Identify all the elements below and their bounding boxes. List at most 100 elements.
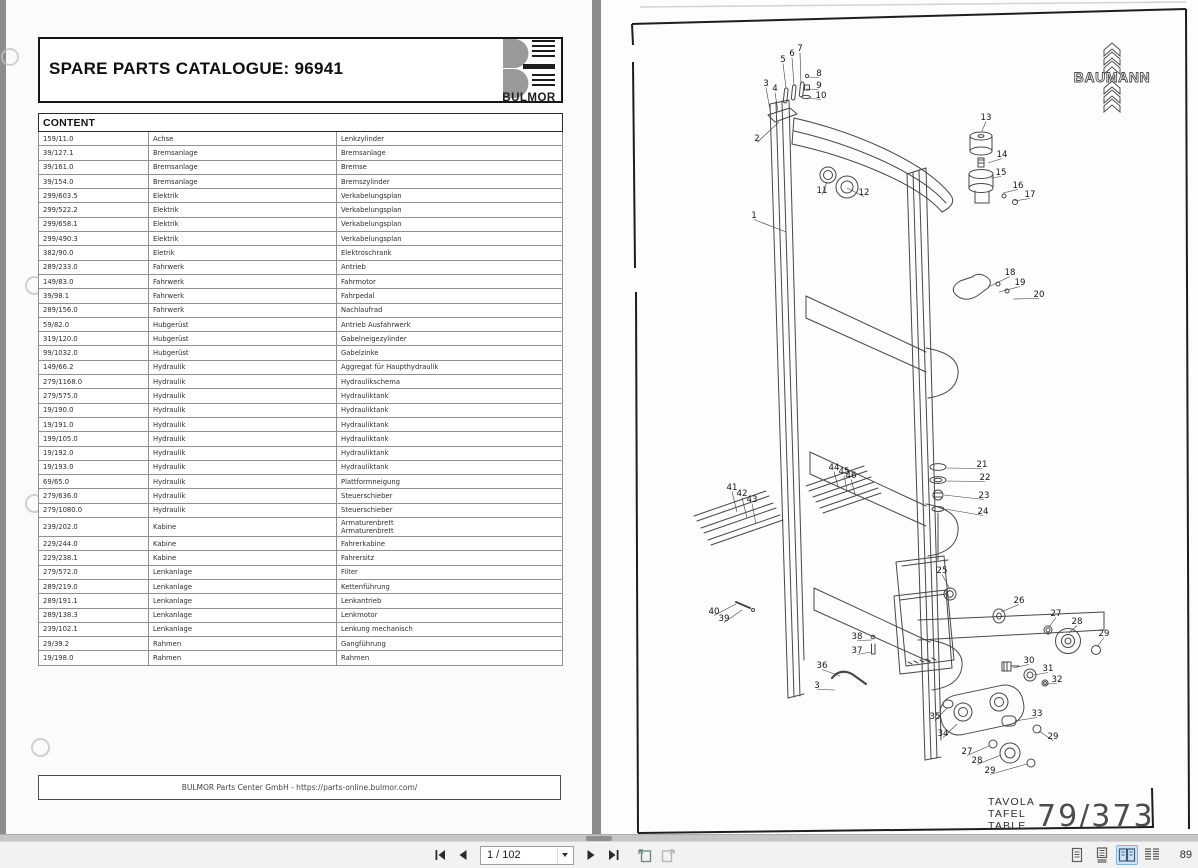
part-callout-10: 10 xyxy=(816,91,827,101)
part-callout-35: 35 xyxy=(930,712,941,722)
part-callout-42: 42 xyxy=(737,489,748,499)
svg-text:BULMOR: BULMOR xyxy=(502,92,556,104)
part-callout-8: 8 xyxy=(816,69,821,79)
part-callout-28: 28 xyxy=(1072,617,1083,627)
part-callout-24: 24 xyxy=(978,507,989,517)
part-callout-26: 26 xyxy=(1014,596,1025,606)
part-callout-29: 29 xyxy=(1048,732,1059,742)
next-view-icon xyxy=(661,848,675,862)
page-number-input[interactable] xyxy=(481,849,557,861)
previous-page-icon xyxy=(459,850,467,860)
part-callout-33: 33 xyxy=(1032,709,1043,719)
part-callout-30: 30 xyxy=(1024,656,1035,666)
punch-hole xyxy=(31,738,50,757)
page-right: BAUMANN TAVOLA TAFEL TABLE 79/373 xyxy=(601,0,1198,834)
part-callout-20: 20 xyxy=(1034,290,1045,300)
last-page-icon xyxy=(609,850,619,860)
last-page-button[interactable] xyxy=(604,845,624,865)
svg-text:BAUMANN: BAUMANN xyxy=(1074,69,1151,85)
part-callout-38: 38 xyxy=(852,632,863,642)
document-canvas[interactable]: SPARE PARTS CATALOGUE: 96941 BULMOR CONT… xyxy=(0,0,1198,834)
first-page-button[interactable] xyxy=(430,845,450,865)
bottom-toolbar: 89 xyxy=(0,841,1198,868)
part-callout-22: 22 xyxy=(980,473,991,483)
facing-pages-icon xyxy=(1118,848,1136,862)
part-callout-39: 39 xyxy=(719,614,730,624)
single-page-icon xyxy=(1071,847,1083,863)
part-callout-3: 3 xyxy=(763,79,768,89)
previous-page-button[interactable] xyxy=(453,845,473,865)
catalogue-header: SPARE PARTS CATALOGUE: 96941 BULMOR xyxy=(38,37,563,104)
combo-caret-icon[interactable] xyxy=(557,847,572,863)
splitter-bar xyxy=(0,834,1198,842)
part-callout-3: 3 xyxy=(814,681,819,691)
part-callout-4: 4 xyxy=(772,84,777,94)
page-number-combo[interactable] xyxy=(480,845,574,865)
part-callout-32: 32 xyxy=(1052,675,1063,685)
table-number: 79/373 xyxy=(1037,799,1155,834)
part-callout-36: 36 xyxy=(817,661,828,671)
part-callout-29: 29 xyxy=(985,766,996,776)
splitter-grip[interactable] xyxy=(586,836,612,841)
part-callout-34: 34 xyxy=(938,729,949,739)
part-callout-16: 16 xyxy=(1013,181,1024,191)
next-view-button[interactable] xyxy=(658,845,678,865)
next-page-button[interactable] xyxy=(581,845,601,865)
svg-text:TAVOLA: TAVOLA xyxy=(988,796,1035,808)
part-callout-44: 44 xyxy=(829,463,840,473)
layout-single-page-button[interactable] xyxy=(1066,845,1088,865)
part-callout-43: 43 xyxy=(747,495,758,505)
table-header: CONTENT xyxy=(38,113,563,132)
part-callout-6: 6 xyxy=(789,49,794,59)
next-page-icon xyxy=(587,850,595,860)
part-callout-7: 7 xyxy=(797,44,802,54)
part-callout-29: 29 xyxy=(1099,629,1110,639)
svg-text:TABLE: TABLE xyxy=(988,820,1026,832)
first-page-icon xyxy=(435,850,445,860)
part-callout-46: 46 xyxy=(846,471,857,481)
punch-hole xyxy=(1,48,19,66)
previous-view-button[interactable] xyxy=(635,845,655,865)
part-callout-40: 40 xyxy=(709,607,720,617)
part-callout-14: 14 xyxy=(997,150,1008,160)
bulmor-logo: BULMOR xyxy=(502,39,556,104)
part-callout-41: 41 xyxy=(727,483,738,493)
layout-facing-button[interactable] xyxy=(1116,845,1138,865)
part-callout-23: 23 xyxy=(979,491,990,501)
part-callout-5: 5 xyxy=(780,55,785,65)
layout-facing-continuous-button[interactable] xyxy=(1141,845,1163,865)
previous-view-icon xyxy=(638,848,652,862)
part-callout-27: 27 xyxy=(962,747,973,757)
part-callout-28: 28 xyxy=(972,756,983,766)
part-callout-31: 31 xyxy=(1043,664,1054,674)
part-callout-9: 9 xyxy=(816,81,821,91)
part-callout-1: 1 xyxy=(751,211,756,221)
part-callout-19: 19 xyxy=(1015,278,1026,288)
layout-continuous-button[interactable] xyxy=(1091,845,1113,865)
part-callout-45: 45 xyxy=(839,467,850,477)
zoom-value: 89 xyxy=(1179,849,1192,861)
